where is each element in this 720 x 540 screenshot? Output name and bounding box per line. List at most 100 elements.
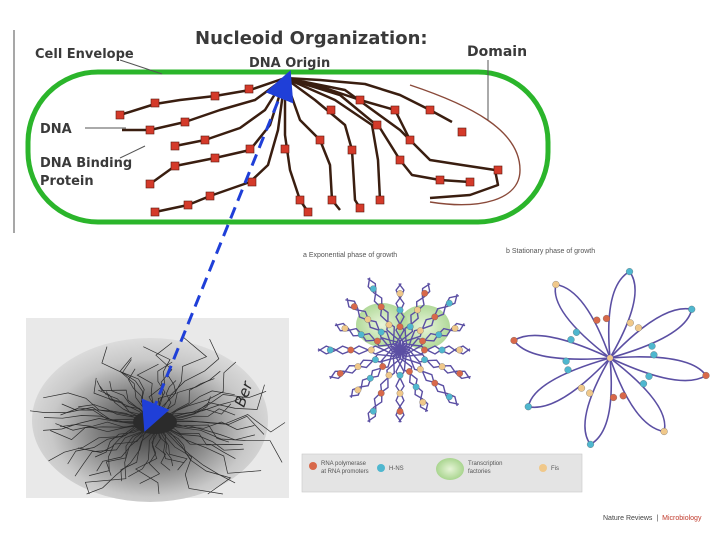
credit-journal: Microbiology: [662, 515, 702, 522]
panel-a-protein: [445, 393, 453, 401]
panel-b-protein: [567, 336, 575, 344]
panel-b-protein: [650, 351, 658, 359]
protein-dot: [327, 195, 337, 205]
panel-b-protein: [626, 319, 634, 327]
panel-a-protein: [431, 379, 439, 387]
panel-b-protein: [562, 357, 570, 365]
panel-a-protein: [396, 323, 404, 331]
protein-dot: [205, 191, 215, 201]
cell-schematic: Cell Envelope DNA Origin Domain DNA DNA …: [25, 44, 551, 225]
panel-a-protein: [396, 371, 404, 379]
panel-a-protein: [326, 346, 334, 354]
protein-dot: [295, 195, 305, 205]
panel-a-protein: [366, 374, 374, 382]
legend-factory-label: Transcription: [468, 461, 502, 467]
legend-fis-swatch: [539, 464, 547, 472]
panel-a-protein: [445, 299, 453, 307]
dna-strand: [174, 77, 287, 148]
panel-b-protein: [688, 305, 696, 313]
panel-a-loops: [317, 277, 471, 423]
panel-a-protein: [377, 328, 385, 336]
panel-a-protein: [414, 306, 421, 314]
panel-a-protein: [379, 363, 387, 370]
protein-dot: [390, 105, 400, 115]
panel-b-protein: [634, 324, 643, 332]
panel-a-protein: [419, 398, 427, 406]
panel-b-protein: [524, 403, 532, 411]
panel-a-protein: [396, 306, 404, 314]
protein-dot: [247, 177, 257, 187]
panel-b-protein: [577, 384, 586, 392]
protein-dot: [375, 195, 385, 205]
label-domain: Domain: [467, 44, 527, 60]
panel-a-title: a Exponential phase of growth: [303, 252, 397, 259]
panel-a-protein: [372, 356, 379, 364]
panel-a-protein: [350, 303, 358, 310]
panel-a-protein: [421, 289, 429, 297]
protein-dot: [347, 145, 357, 155]
dna-strand: [284, 76, 382, 201]
protein-dot: [280, 144, 290, 154]
protein-dot: [210, 91, 220, 101]
panel-a-protein: [406, 368, 413, 375]
panel-a-protein: [451, 325, 459, 332]
panel-b-protein: [625, 268, 634, 276]
protein-dot: [395, 155, 405, 165]
legend-hns-swatch: [377, 464, 385, 472]
protein-dot: [145, 179, 155, 189]
protein-dot: [405, 135, 415, 145]
origin-link-arrow: [141, 70, 294, 432]
protein-dot: [355, 95, 365, 105]
micrograph: Ber: [26, 318, 289, 502]
domain-loop: [409, 84, 521, 206]
legend-fis-label: Fis: [551, 466, 559, 472]
legend-factory-swatch: [436, 458, 464, 480]
panel-b-protein: [552, 280, 560, 289]
credit-publisher: Nature Reviews: [603, 515, 653, 522]
protein-dot: [244, 84, 254, 94]
panel-a-protein: [341, 325, 349, 332]
legend-rnap-label-2: at RNA promoters: [321, 469, 369, 475]
panel-a-exponential: [317, 277, 471, 423]
panel-a-protein: [377, 303, 385, 311]
panel-b-protein: [645, 372, 653, 380]
protein-dot: [210, 153, 220, 163]
panel-b-protein: [660, 427, 668, 436]
protein-dot: [303, 207, 313, 217]
panel-b-protein: [593, 316, 601, 324]
protein-dot: [170, 141, 180, 151]
protein-dot: [493, 165, 503, 175]
protein-dot: [145, 125, 155, 135]
panel-a-protein: [421, 346, 428, 354]
label-cell-envelope: Cell Envelope: [35, 47, 134, 62]
protein-dot: [425, 105, 435, 115]
protein-dot: [170, 161, 180, 171]
protein-dot: [326, 105, 336, 115]
label-dna-origin: DNA Origin: [249, 56, 330, 71]
protein-dot: [200, 135, 210, 145]
panel-b-protein: [619, 392, 627, 400]
legend-rnap-swatch: [309, 462, 317, 470]
panel-b-center: [607, 355, 613, 361]
micrograph-fiber: [135, 421, 160, 495]
panel-b-protein: [609, 393, 618, 402]
protein-dot: [315, 135, 325, 145]
legend-factory-label-2: factories: [468, 469, 491, 475]
panel-a-protein: [438, 346, 446, 354]
protein-dot: [245, 144, 255, 154]
panel-a-protein: [377, 389, 385, 397]
panel-b-protein: [702, 371, 710, 380]
panel-a-protein: [385, 371, 393, 379]
panel-a-protein: [438, 363, 446, 370]
label-dna-binding: DNA Binding: [40, 156, 132, 171]
micrograph-fiber: [29, 406, 156, 423]
protein-dot: [180, 117, 190, 127]
protein-dot: [355, 203, 365, 213]
panel-b-title: b Stationary phase of growth: [506, 248, 595, 255]
micrograph-core: [133, 410, 177, 434]
panel-a-protein: [396, 408, 404, 415]
panel-b-loops: [510, 268, 710, 448]
panel-a-protein: [369, 285, 377, 293]
label-protein: Protein: [40, 174, 94, 189]
panel-a-protein: [396, 389, 404, 397]
